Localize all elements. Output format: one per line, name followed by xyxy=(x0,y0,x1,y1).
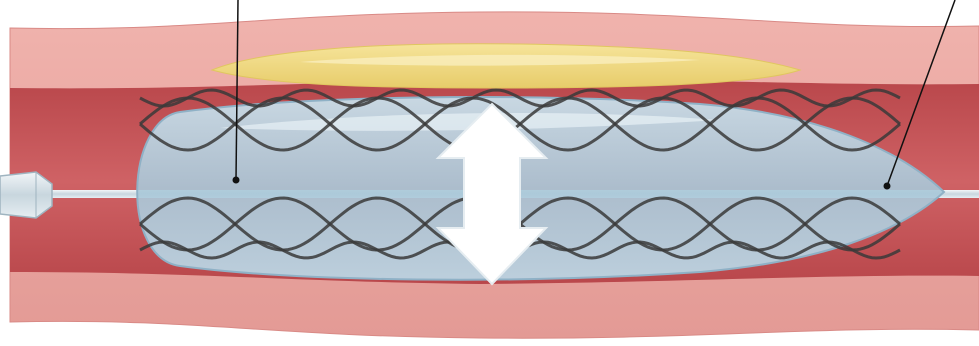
catheter-tip-icon xyxy=(0,172,52,218)
leader-dot-right xyxy=(884,183,891,190)
leader-dot-left xyxy=(233,177,240,184)
